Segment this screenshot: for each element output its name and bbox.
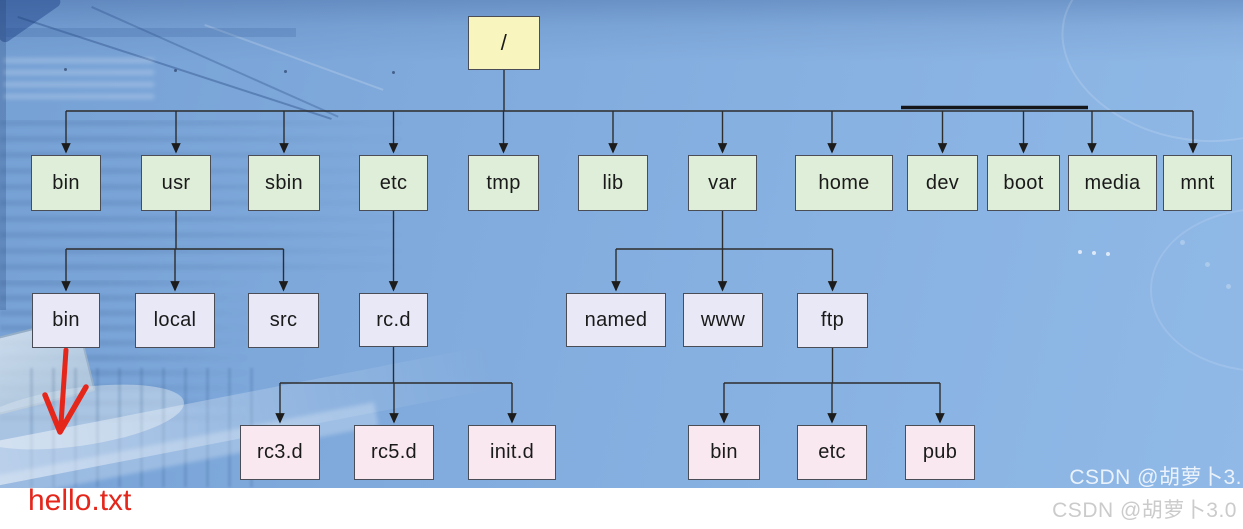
- node-ftp-etc: etc: [797, 425, 867, 480]
- node-sbin: sbin: [248, 155, 320, 211]
- speck: [392, 71, 395, 74]
- node-usr-bin: bin: [32, 293, 100, 348]
- node-var-www: www: [683, 293, 763, 347]
- red-annotation-arrow: [42, 347, 89, 435]
- node-dev: dev: [907, 155, 978, 211]
- terminal-text-texture: [4, 58, 154, 106]
- node-ftp-bin: bin: [688, 425, 760, 480]
- node-media: media: [1068, 155, 1157, 211]
- node-root: /: [468, 16, 540, 70]
- node-ftp-pub: pub: [905, 425, 975, 480]
- connector-arrows: [61, 111, 1198, 424]
- white-dot: [1180, 240, 1185, 245]
- node-usr-src: src: [248, 293, 319, 348]
- node-rcd-rc3d: rc3.d: [240, 425, 320, 480]
- white-dot: [1078, 250, 1082, 254]
- node-var: var: [688, 155, 757, 211]
- node-var-ftp: ftp: [797, 293, 868, 348]
- node-usr-local: local: [135, 293, 215, 348]
- node-lib: lib: [578, 155, 648, 211]
- white-dot: [1092, 251, 1096, 255]
- left-edge-shade: [0, 0, 6, 310]
- node-etc: etc: [359, 155, 428, 211]
- bottom-white-band: [0, 488, 1243, 529]
- white-dot: [1226, 284, 1231, 289]
- node-etc-rcd: rc.d: [359, 293, 428, 347]
- node-rcd-initd: init.d: [468, 425, 556, 480]
- node-boot: boot: [987, 155, 1060, 211]
- node-mnt: mnt: [1163, 155, 1232, 211]
- annotation-label: hello.txt: [28, 484, 132, 517]
- white-dot: [1106, 252, 1110, 256]
- node-rcd-rc5d: rc5.d: [354, 425, 434, 480]
- speck: [174, 69, 177, 72]
- speck: [284, 70, 287, 73]
- node-usr: usr: [141, 155, 211, 211]
- watermark-overlay: CSDN @胡萝卜3.: [1069, 466, 1242, 489]
- node-home: home: [795, 155, 893, 211]
- node-tmp: tmp: [468, 155, 539, 211]
- speck: [64, 68, 67, 71]
- white-dot: [1205, 262, 1210, 267]
- background-blue-texture: [0, 0, 1243, 488]
- horizontal-band: [6, 28, 296, 37]
- watermark-footer: CSDN @胡萝卜3.0: [1052, 499, 1237, 522]
- node-bin: bin: [31, 155, 101, 211]
- node-var-named: named: [566, 293, 666, 347]
